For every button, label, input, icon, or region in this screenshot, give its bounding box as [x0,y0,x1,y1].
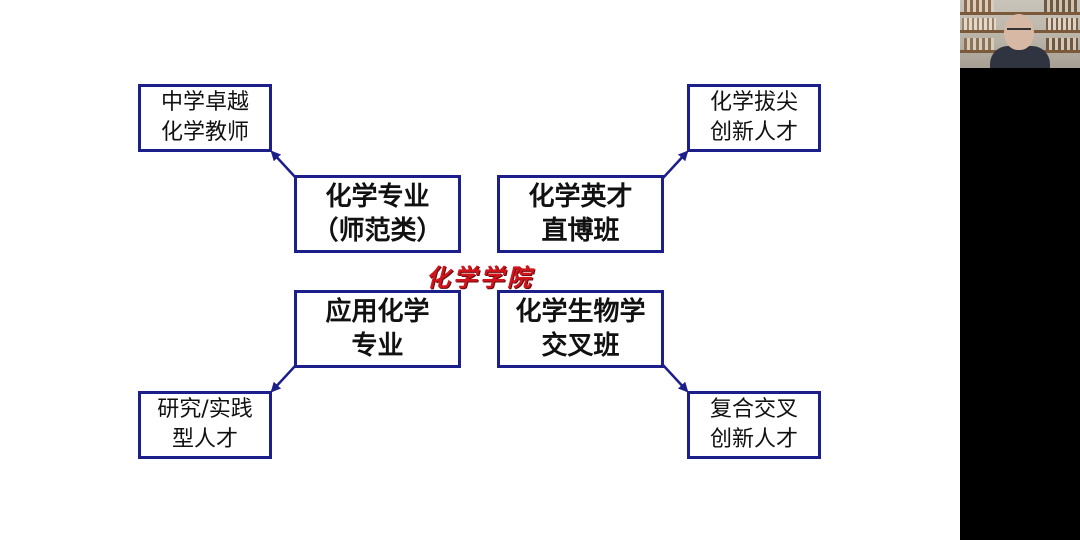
arrow-top-left [270,150,297,179]
outcome-box-bottom-left: 研究/实践 型人才 [138,391,272,459]
outcome-top-left-line2: 化学教师 [160,120,249,145]
program-top-left-line1: 化学专业 [325,182,430,212]
program-bottom-left-line1: 应用化学 [325,297,430,327]
program-bottom-right-line2: 交叉班 [541,331,620,361]
program-box-top-left: 化学专业 （师范类） [294,175,461,253]
college-title: 化学学院 [426,263,534,292]
right-sidebar [960,0,1080,540]
arrow-bottom-left [270,364,297,393]
arrow-bottom-right [662,364,689,393]
outcome-top-left-line1: 中学卓越 [160,90,249,115]
outcome-box-top-right: 化学拔尖 创新人才 [687,84,821,152]
outcome-bottom-right-line1: 复合交叉 [709,397,798,422]
program-top-right-line1: 化学英才 [528,182,633,212]
presentation-slide: 中学卓越 化学教师 化学拔尖 创新人才 研究/实践 型人才 复合交叉 创新人才 … [138,84,821,459]
outcome-box-bottom-right: 复合交叉 创新人才 [687,391,821,459]
outcome-bottom-right-line2: 创新人才 [709,427,798,452]
program-top-right-line2: 直博班 [541,216,620,246]
program-box-bottom-right: 化学生物学 交叉班 [497,290,664,368]
program-box-bottom-left: 应用化学 专业 [294,290,461,368]
outcome-bottom-left-line2: 型人才 [171,427,238,452]
arrow-top-right [662,150,689,179]
program-bottom-right-line1: 化学生物学 [515,297,646,327]
webcam-icon[interactable] [960,0,1080,68]
program-bottom-left-line2: 专业 [351,331,404,361]
outcome-top-right-line1: 化学拔尖 [709,90,798,115]
outcome-top-right-line2: 创新人才 [709,120,798,145]
outcome-bottom-left-line1: 研究/实践 [157,397,253,422]
program-box-top-right: 化学英才 直博班 [497,175,664,253]
outcome-box-top-left: 中学卓越 化学教师 [138,84,272,152]
program-top-left-line2: （师范类） [312,216,443,246]
